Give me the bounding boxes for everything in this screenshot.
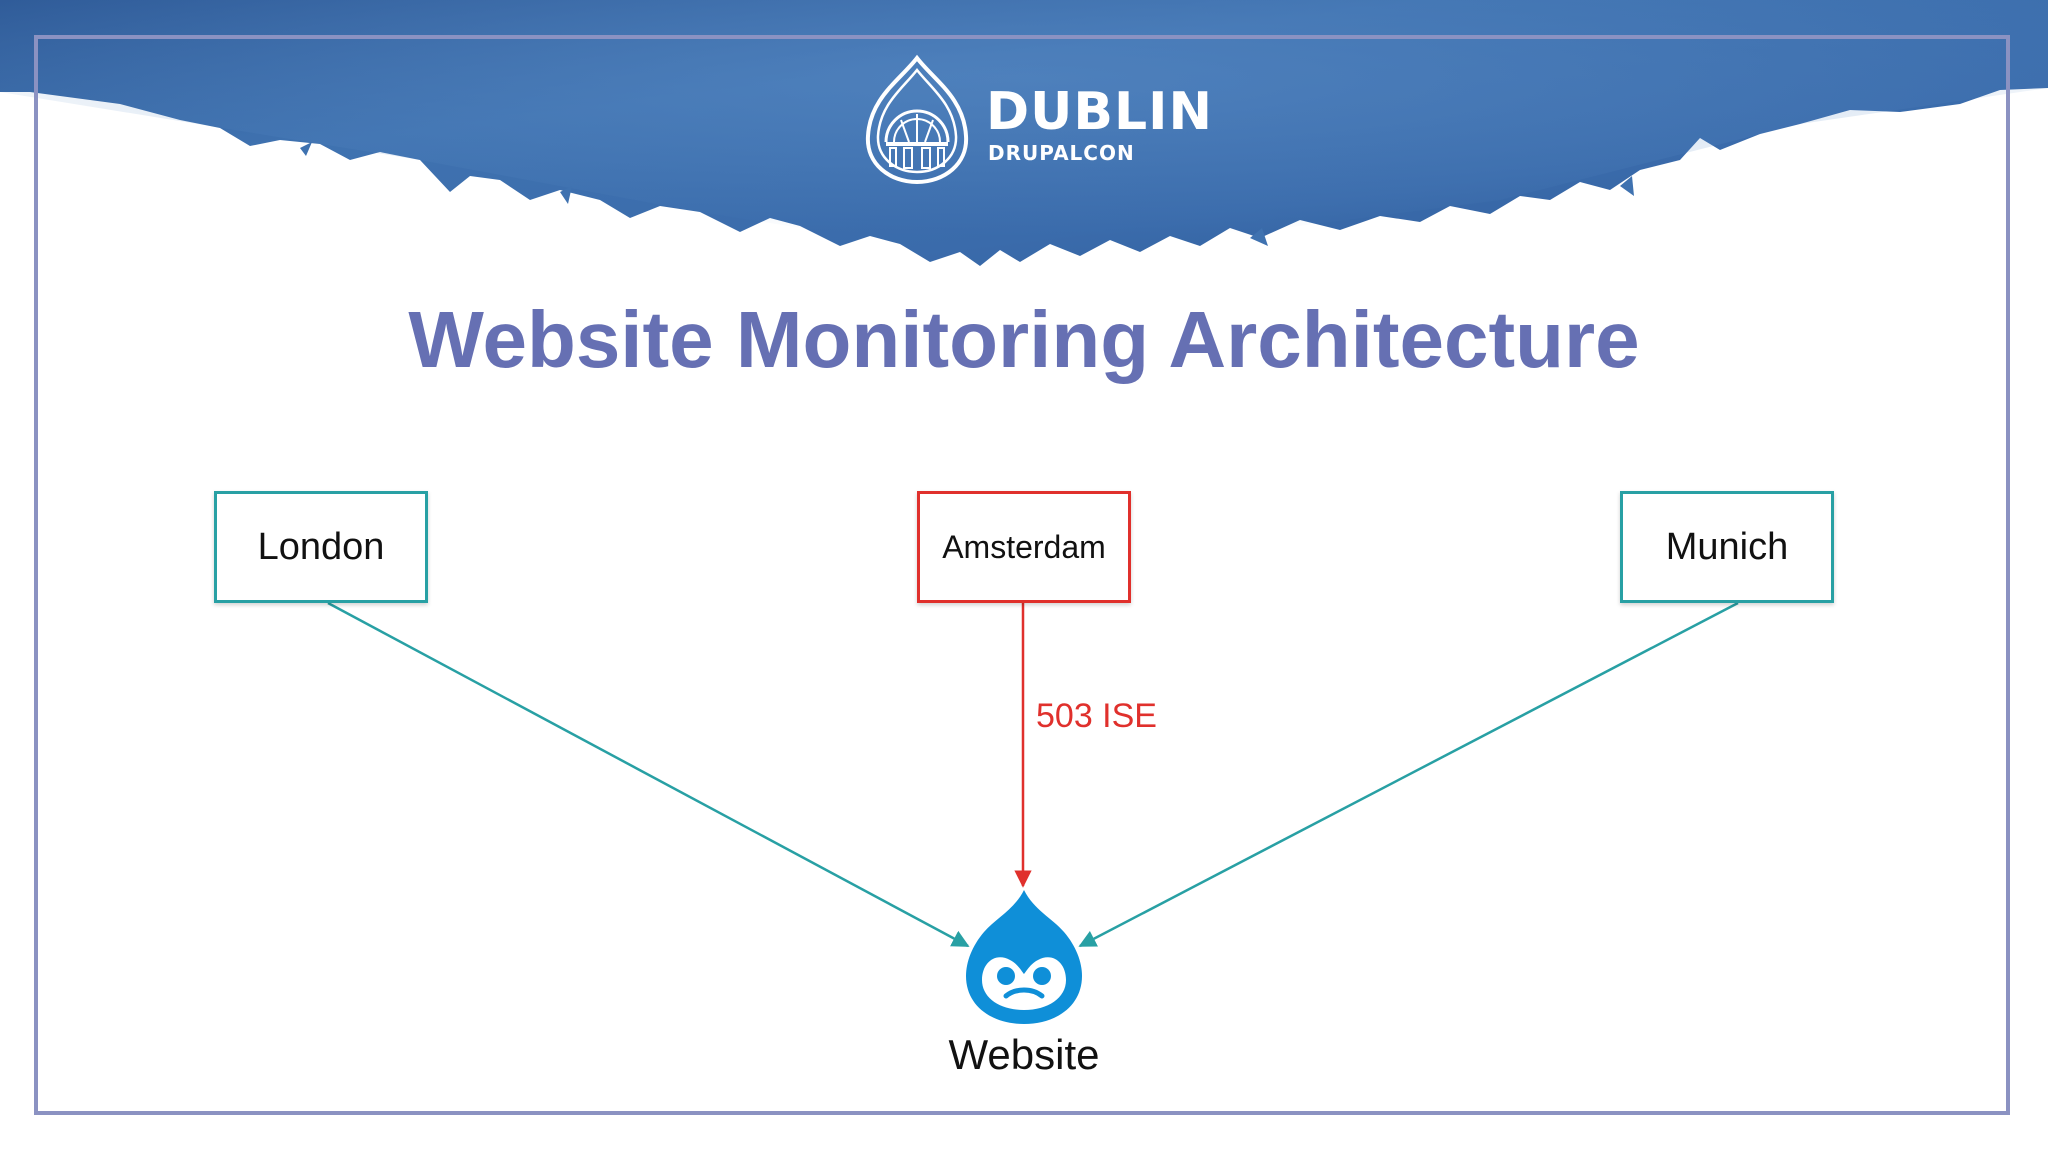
node-london-label: London (257, 525, 385, 568)
slide-title: Website Monitoring Architecture (408, 295, 1640, 384)
node-amsterdam-label: Amsterdam (942, 528, 1106, 565)
node-amsterdam: Amsterdam (917, 491, 1131, 603)
node-munich: Munich (1620, 491, 1834, 603)
website-label: Website (948, 1031, 1100, 1078)
node-london: London (214, 491, 428, 603)
logo-title: DUBLIN (986, 82, 1214, 142)
header-banner (0, 0, 2048, 266)
logo-subtitle: DRUPALCON (988, 141, 1135, 165)
drupal-drop-icon (966, 890, 1082, 1024)
edge-label-error: 503 ISE (1036, 697, 1157, 735)
slide-frame (34, 35, 2010, 1115)
drop-building-emblem-icon (865, 54, 969, 185)
edge-munich-website (1078, 601, 1739, 948)
edge-london-website (327, 601, 970, 948)
drupalcon-dublin-logo: DUBLIN DRUPALCON (856, 54, 1212, 186)
node-munich-label: Munich (1665, 525, 1789, 568)
